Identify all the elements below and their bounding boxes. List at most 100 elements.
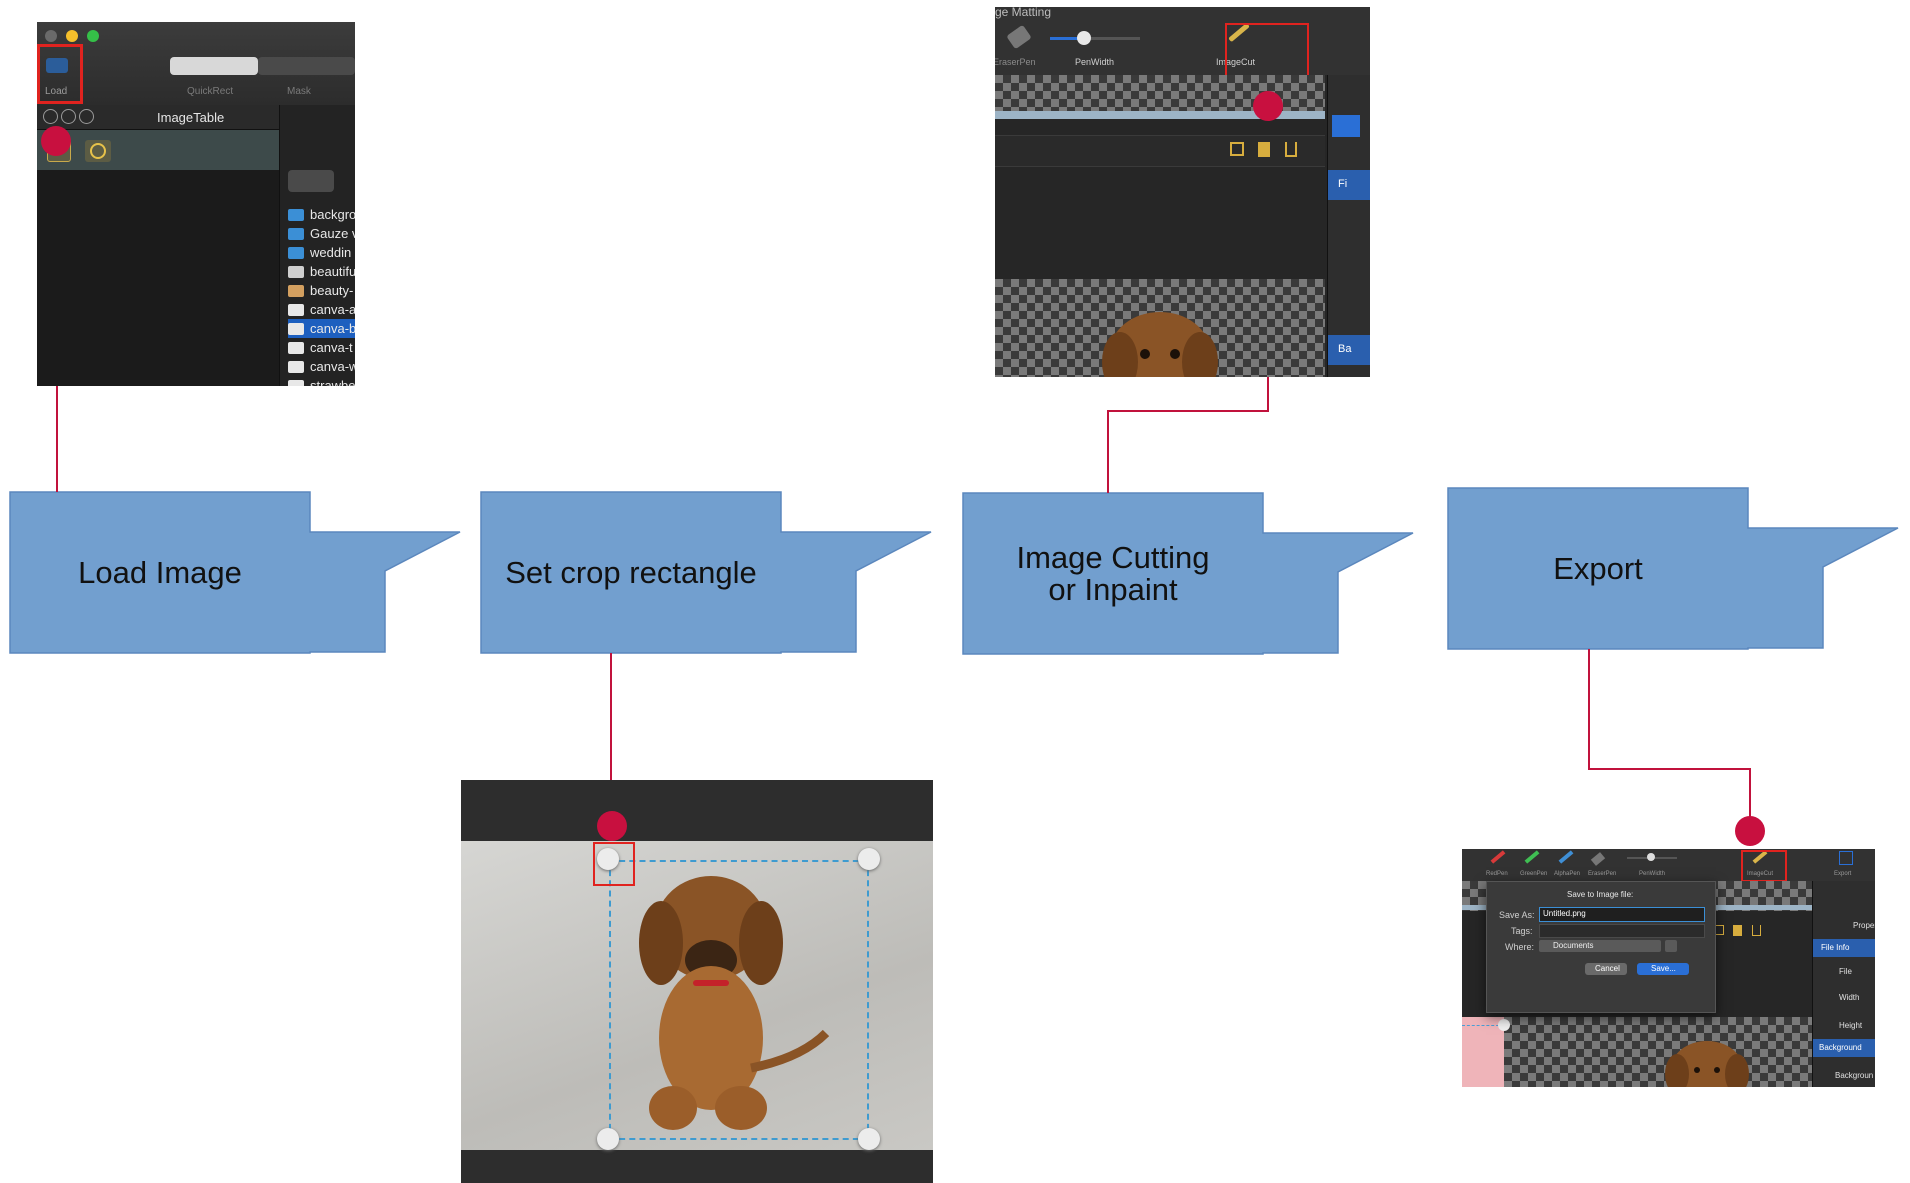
crop-handle-top-left[interactable] [597,848,619,870]
mask-label: Mask [287,86,311,97]
file-row[interactable]: Gauze v [288,224,355,243]
image-toolbar [995,135,1325,167]
background-row-label: Backgroun [1835,1071,1874,1080]
export-puppy-image [1665,1041,1749,1087]
side-section-file-info[interactable]: Fi [1328,170,1370,200]
step-arrow-load-image [9,491,461,654]
trash-icon[interactable] [1733,925,1742,936]
save-button[interactable]: Save... [1637,963,1689,975]
share-icon[interactable] [1752,925,1761,936]
chevron-down-icon[interactable] [1665,940,1677,952]
file-row[interactable]: canva-t [288,338,355,357]
panel-circle-icon[interactable] [61,109,76,124]
marker-crop [597,811,627,841]
file-row[interactable]: beautifu [288,262,355,281]
image-file-icon [288,265,304,278]
file-row[interactable]: backgro [288,205,355,224]
cut-puppy-image [1102,312,1218,377]
crop-handle-bottom-right[interactable] [858,1128,880,1150]
window-minimize-dot[interactable] [66,30,78,42]
file-row[interactable]: beauty- [288,281,355,300]
export-icon[interactable] [1839,851,1853,865]
folder-icon [288,227,304,240]
mask-tool[interactable] [258,57,355,75]
quickrect-tool[interactable] [170,57,258,75]
folder-icon [288,246,304,259]
side-section-background[interactable]: Ba [1328,335,1370,365]
panel-circle-icon[interactable] [79,109,94,124]
image-file-icon [288,322,304,335]
marker-image-cut [1253,91,1283,121]
imagecut-highlight [1225,23,1309,77]
panel-circle-icon[interactable] [43,109,58,124]
window-zoom-dot[interactable] [87,30,99,42]
where-select[interactable]: Documents [1539,940,1661,952]
pink-mask-region [1462,1017,1504,1087]
export-tool-highlight [1741,850,1787,882]
penwidth-slider-thumb[interactable] [1077,31,1091,45]
load-screenshot: Load QuickRect Mask ImageTable backgro G… [37,22,355,386]
imagetable-toolbar [37,130,279,170]
step-arrow-image-cutting [962,492,1414,655]
file-row[interactable]: canva-a [288,300,355,319]
result-canvas [1504,1017,1812,1087]
refresh-icon[interactable] [85,140,111,162]
properties-panel: Proper File Info File Width Height Backg… [1812,881,1875,1087]
cut-side-panel: Fi Ba [1327,75,1370,377]
image-file-icon [288,360,304,373]
file-row[interactable]: weddin [288,243,355,262]
tool-label-greenpen: GreenPen [1520,871,1548,877]
cut-toolbar [995,7,1370,75]
crop-rectangle[interactable] [609,860,869,1140]
penwidth-thumb[interactable] [1647,853,1655,861]
load-tool-highlight[interactable] [37,44,83,104]
tags-field[interactable] [1539,924,1705,938]
file-row-label: File [1839,967,1852,976]
background-section[interactable]: Background [1813,1039,1875,1057]
canvas-edge [995,111,1325,119]
file-info-section[interactable]: File Info [1813,939,1875,957]
quickrect-label: QuickRect [187,86,234,97]
width-row-label: Width [1839,993,1860,1002]
crop-handle-top-right[interactable] [858,848,880,870]
save-as-field[interactable]: Untitled.png [1539,907,1705,922]
file-row-selected[interactable]: canva-b [288,319,355,338]
share-icon[interactable] [1285,142,1297,157]
marker-load [41,126,71,156]
window-title-fragment: ge Matting [995,7,1052,19]
file-row[interactable]: strawbe [288,376,355,386]
properties-header: Proper [1853,921,1875,930]
marker-export [1735,816,1765,846]
where-label: Where: [1505,942,1535,952]
image-file-icon [288,379,304,386]
connector-export [1588,649,1751,831]
crop-handle[interactable] [1498,1019,1510,1031]
file-list: backgro Gauze v weddin beautifu beauty- … [282,205,355,386]
height-row-label: Height [1839,1021,1863,1030]
folder-open-icon [46,58,68,73]
crop-handle-highlight [593,842,635,886]
crop-handle-bottom-left[interactable] [597,1128,619,1150]
column-view-button[interactable] [288,170,334,192]
image-file-icon [288,303,304,316]
file-browser: backgro Gauze v weddin beautifu beauty- … [279,105,355,386]
image-icon[interactable] [1230,142,1244,156]
export-screenshot: RedPen GreenPen AlphaPen EraserPen PenWi… [1462,849,1875,1087]
load-tool-label: Load [45,86,68,97]
side-nav-block [1332,115,1360,137]
cancel-button[interactable]: Cancel [1585,963,1627,975]
penwidth-slider-fill [1050,37,1085,40]
image-file-icon [288,341,304,354]
cut-screenshot: ge Matting EraserPen PenWidth ImageCut F… [995,7,1370,377]
puppy-image [639,876,830,1130]
trash-icon[interactable] [1258,142,1270,157]
penwidth-slider-track[interactable] [1050,37,1140,40]
imagetable-titlebar [37,105,279,130]
imagetable-title: ImageTable [157,110,225,125]
tool-label-redpen: RedPen [1486,871,1508,877]
window-close-dot[interactable] [45,30,57,42]
tool-label-eraserpen: EraserPen [1588,871,1617,877]
file-row[interactable]: canva-w [288,357,355,376]
crop-screenshot [461,780,933,1183]
